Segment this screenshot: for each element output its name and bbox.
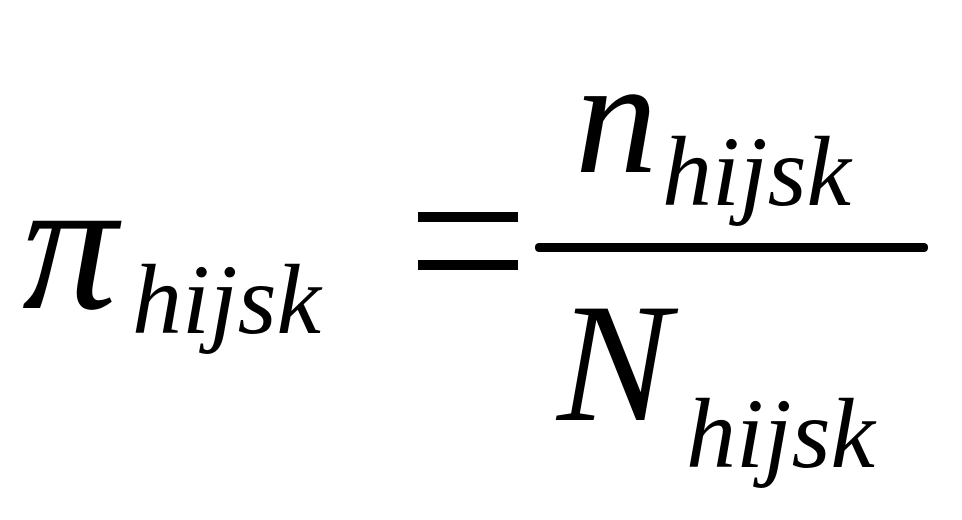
lhs-subscript: hijsk xyxy=(132,244,321,355)
denominator-subscript: hijsk xyxy=(686,378,875,489)
pi-symbol: π xyxy=(22,140,118,350)
equals-bar-bottom xyxy=(418,260,518,270)
numerator-symbol: n xyxy=(575,25,658,208)
denominator-symbol: N xyxy=(557,269,671,457)
equals-sign xyxy=(418,212,518,272)
fraction-bar xyxy=(535,243,928,252)
equals-bar-top xyxy=(418,212,518,222)
numerator-subscript: hijsk xyxy=(662,116,851,227)
